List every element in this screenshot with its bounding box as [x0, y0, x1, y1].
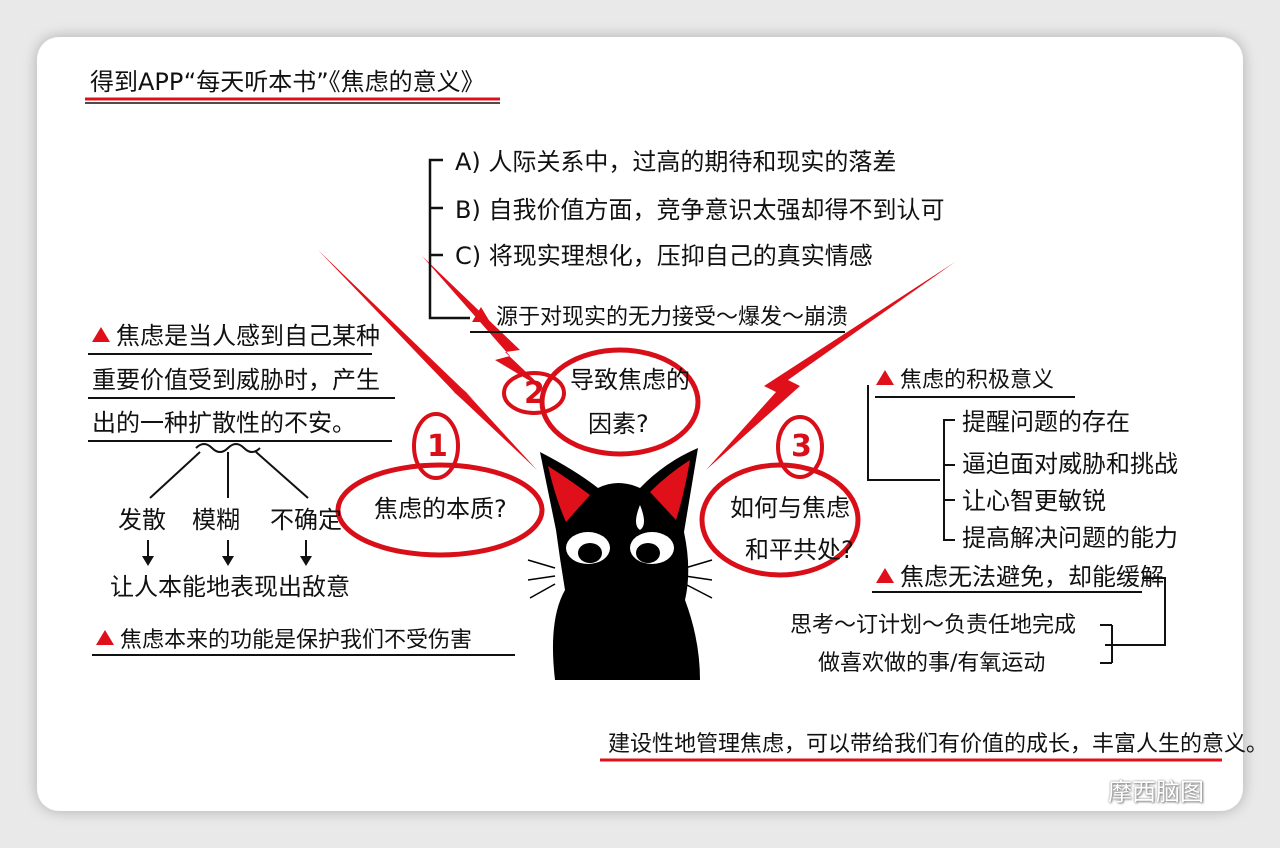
branch3-number: 3	[791, 429, 812, 464]
cause-a: A) 人际关系中，过高的期待和现实的落差	[455, 148, 897, 176]
branch1-question: 焦虑的本质?	[374, 495, 507, 523]
lightning-to-branch2b	[422, 256, 545, 390]
cat-sweat-drop	[636, 505, 644, 530]
causes-summary-text: 源于对现实的无力接受～爆发～崩溃	[496, 305, 849, 330]
positive-item-2: 逼迫面对威胁和挑战	[962, 450, 1178, 478]
conclusion: 建设性地管理焦虑，可以带给我们有价值的成长，丰富人生的意义。	[608, 732, 1269, 757]
watermark: 摩西脑图	[1108, 780, 1204, 804]
trait-vague: 模糊	[192, 506, 240, 534]
lightning-to-branch3	[706, 262, 955, 470]
positive-title: 焦虑的积极意义	[876, 370, 1054, 392]
branch2-question-line1: 导致焦虑的	[570, 366, 690, 394]
positive-title-text: 焦虑的积极意义	[900, 368, 1055, 393]
function-note: 焦虑本来的功能是保护我们不受伤害	[96, 630, 472, 652]
causes-summary: 源于对现实的无力接受～爆发～崩溃	[472, 307, 848, 329]
num2-ellipse	[502, 371, 566, 415]
definition-line-3: 出的一种扩散性的不安。	[92, 409, 356, 437]
relief-bracket	[1100, 577, 1166, 664]
cat-right-ear-inner	[650, 460, 690, 520]
branch1-number: 1	[427, 429, 448, 464]
paper-card	[37, 37, 1243, 811]
causes-bracket	[428, 158, 470, 320]
cat-left-pupil	[578, 543, 602, 563]
page-title: 得到APP“每天听本书”《焦虑的意义》	[90, 68, 485, 96]
branch2-ellipse	[539, 347, 701, 457]
definition-text-1: 焦虑是当人感到自己某种	[116, 322, 380, 350]
cat-right-pupil	[636, 543, 660, 563]
branch1-ellipse	[335, 462, 545, 558]
definition-line-1: 焦虑是当人感到自己某种	[92, 324, 380, 348]
positive-item-4: 提高解决问题的能力	[962, 524, 1178, 552]
positive-item-3: 让心智更敏锐	[962, 487, 1106, 515]
branch3-ellipse	[699, 462, 861, 578]
cause-c: C) 将现实理想化，压抑自己的真实情感	[455, 242, 873, 270]
cat-whiskers	[527, 559, 713, 599]
triangle-bullet-icon	[96, 630, 114, 645]
positive-item-1: 提醒问题的存在	[962, 408, 1130, 436]
positive-connector	[867, 385, 940, 481]
triangle-bullet-icon	[876, 568, 894, 583]
relief-title: 焦虑无法避免，却能缓解	[876, 565, 1164, 589]
function-text: 焦虑本来的功能是保护我们不受伤害	[120, 628, 473, 653]
num1-ellipse	[412, 412, 460, 480]
wechat-icon	[1069, 779, 1101, 802]
branch3-question-line2: 和平共处?	[745, 536, 854, 564]
wavy-mark	[195, 443, 261, 453]
triangle-bullet-icon	[876, 370, 894, 385]
cat-illustration	[527, 448, 713, 680]
cat-left-ear-inner	[548, 466, 590, 522]
relief-line-2: 做喜欢做的事/有氧运动	[818, 651, 1046, 676]
traits-result: 让人本能地表现出敌意	[110, 573, 350, 601]
cause-b: B) 自我价值方面，竞争意识太强却得不到认可	[455, 196, 945, 224]
definition-line-2: 重要价值受到威胁时，产生	[92, 366, 380, 394]
trait-arrowheads	[142, 556, 312, 566]
relief-line-1: 思考～订计划～负责任地完成	[790, 613, 1077, 638]
positive-bracket	[943, 419, 955, 541]
triangle-bullet-icon	[472, 307, 490, 322]
trait-uncertain: 不确定	[270, 506, 342, 534]
branch2-question-line2: 因素?	[588, 410, 649, 438]
triangle-bullet-icon	[92, 327, 110, 342]
watermark-text: 摩西脑图	[1108, 778, 1204, 806]
branch2-number: 2	[524, 376, 545, 411]
lightning-to-branch1	[318, 250, 537, 470]
num3-ellipse	[776, 415, 824, 479]
relief-title-text: 焦虑无法避免，却能缓解	[900, 563, 1164, 591]
trait-diffuse: 发散	[118, 506, 166, 534]
definition-branch-lines	[149, 451, 309, 499]
branch3-question-line1: 如何与焦虑	[730, 494, 850, 522]
